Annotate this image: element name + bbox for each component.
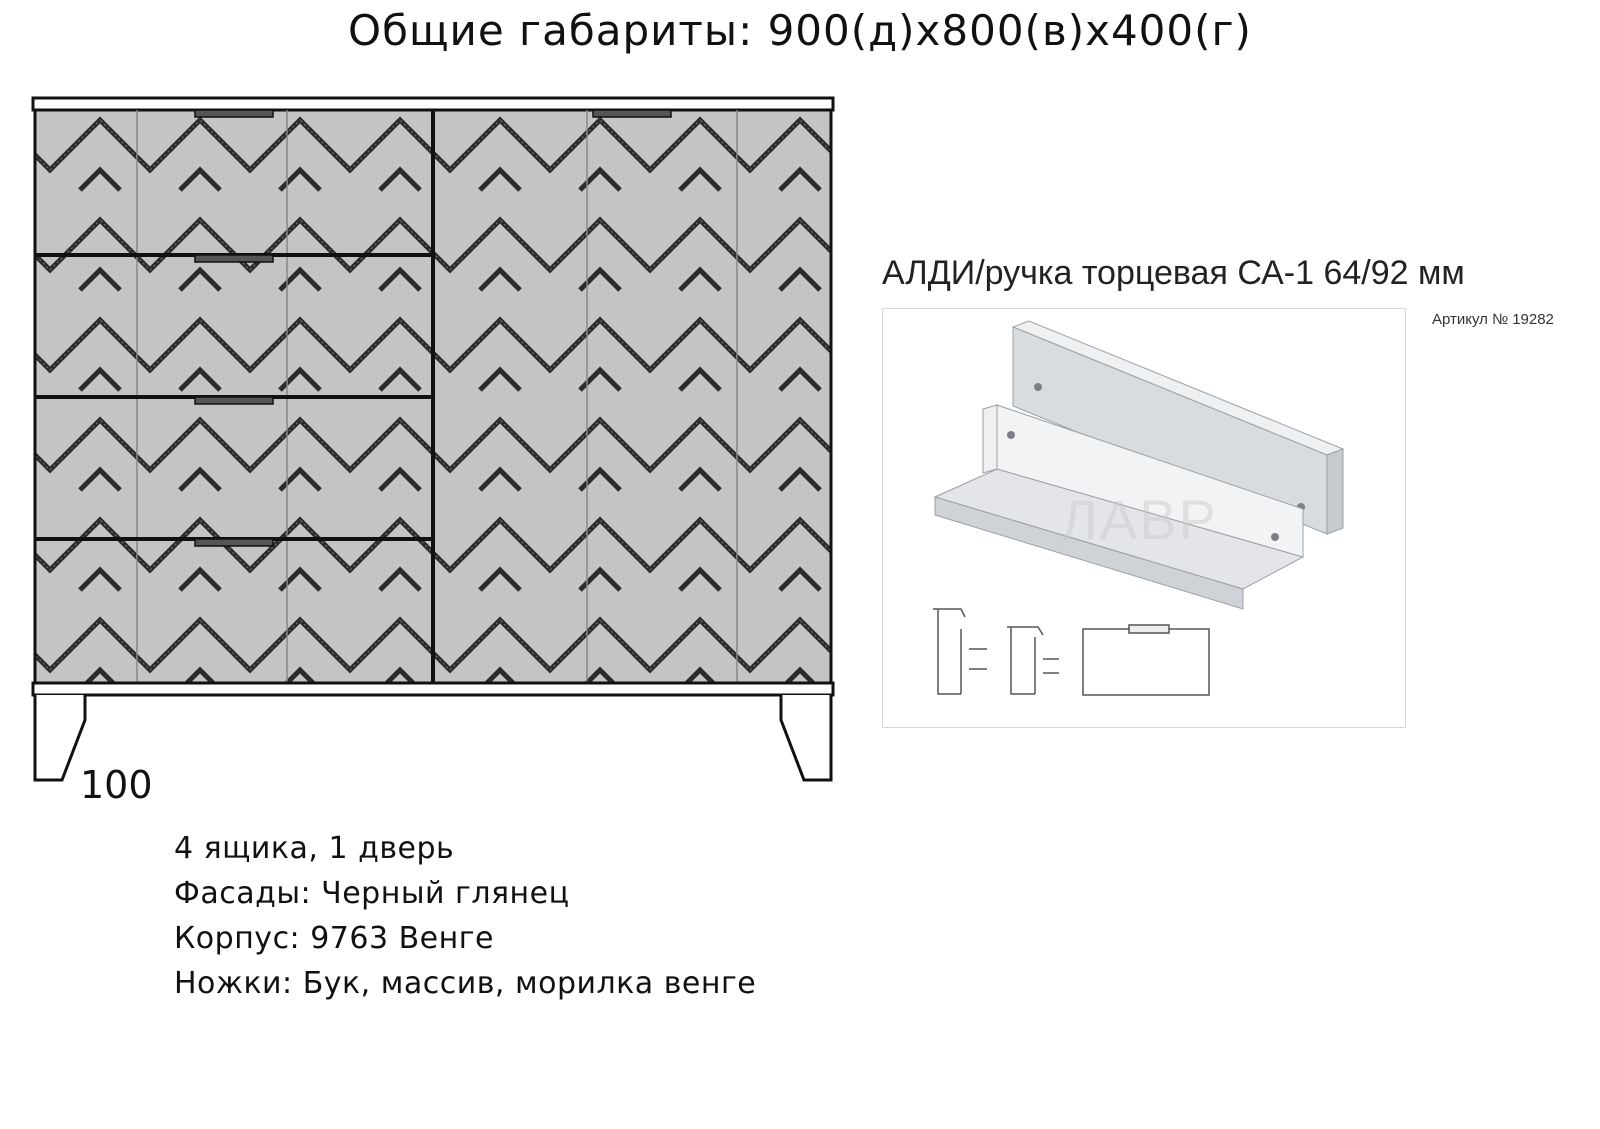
cabinet-top: [31, 96, 835, 112]
right-leg: [779, 695, 833, 782]
specs-line-legs: Ножки: Бук, массив, морилка венге: [174, 966, 757, 1001]
handle-title: АЛДИ/ручка торцевая СА-1 64/92 мм: [882, 254, 1465, 292]
article-label: Артикул №: [1432, 311, 1509, 328]
profile-schematic-2: [1007, 626, 1059, 695]
watermark: ЛАВР: [1061, 488, 1218, 551]
specs-line-body: Корпус: 9763 Венге: [174, 921, 494, 956]
cabinet-plinth: [31, 681, 835, 697]
specs-block: 4 ящика, 1 дверь Фасады: Черный глянец К…: [174, 826, 756, 1006]
left-leg: [33, 695, 87, 782]
cabinet-drawing: [31, 96, 835, 782]
specs-line-drawers: 4 ящика, 1 дверь: [174, 831, 455, 866]
door-handle: [592, 109, 672, 118]
profile-schematic-1: [933, 608, 987, 695]
drawer-handle-1: [194, 109, 274, 118]
drawer-handle-4: [194, 538, 274, 547]
handle-illustration: [933, 320, 1345, 696]
page-title: Общие габариты: 900(д)х800(в)х400(г): [348, 6, 1252, 55]
leg-height-label: 100: [80, 763, 153, 807]
drawer-handle-3: [194, 396, 274, 405]
article-value: 19282: [1512, 311, 1554, 328]
drawer-handle-2: [194, 254, 274, 263]
handle-front-view: [1082, 624, 1210, 696]
handle-front-face: [982, 404, 998, 474]
handle-photo: ЛАВР: [882, 308, 1406, 728]
specs-line-facades: Фасады: Черный глянец: [174, 876, 570, 911]
